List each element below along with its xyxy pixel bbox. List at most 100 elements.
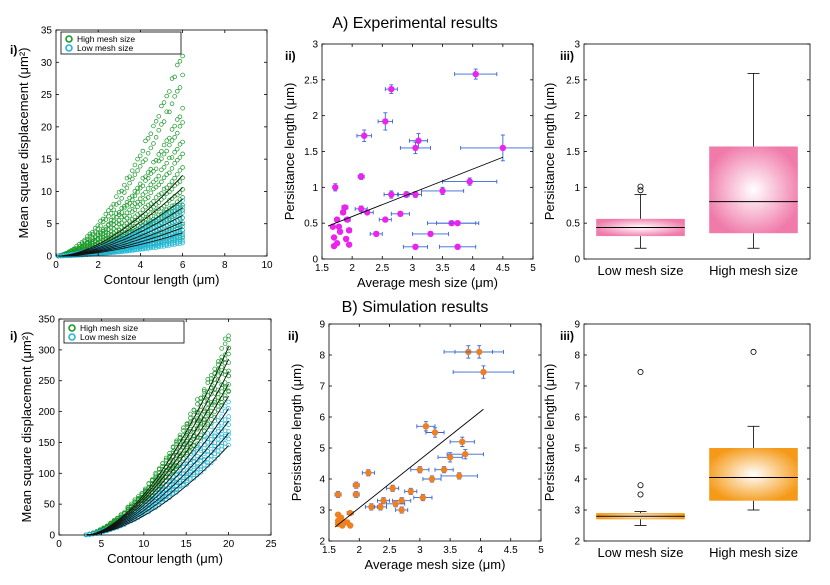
data-point <box>205 398 211 403</box>
data-point <box>215 378 221 383</box>
data-point <box>95 226 101 231</box>
data-point <box>175 62 180 68</box>
data-point <box>127 174 132 179</box>
y-tick-label: 1 <box>312 183 318 194</box>
data-point <box>195 401 200 407</box>
data-point <box>215 366 221 372</box>
y-tick-label: 20 <box>41 122 53 133</box>
data-point <box>140 200 146 205</box>
fit-curve <box>86 420 229 536</box>
data-point <box>116 221 122 226</box>
y-tick-label: 2 <box>312 111 318 122</box>
data-point <box>415 137 422 144</box>
data-point <box>208 460 214 466</box>
data-point <box>191 450 197 455</box>
data-point <box>137 181 143 187</box>
fit-curves <box>86 346 230 536</box>
data-point <box>172 223 177 228</box>
data-point <box>335 223 343 230</box>
data-point <box>175 234 180 240</box>
data-point <box>111 201 116 207</box>
data-point <box>106 208 111 213</box>
data-point <box>226 389 231 394</box>
data-point <box>175 130 180 136</box>
data-point <box>143 204 148 210</box>
data-point <box>169 242 175 248</box>
data-point <box>226 431 231 437</box>
data-point <box>175 157 180 163</box>
data-point <box>100 216 106 222</box>
data-point <box>137 153 143 159</box>
x-tick-label: 0 <box>56 539 62 550</box>
data-point <box>159 179 164 185</box>
y-tick-label: 4 <box>574 475 580 486</box>
plot-frame <box>55 29 268 257</box>
x-tick-label: 0 <box>53 260 59 271</box>
data-point <box>212 456 217 462</box>
y-tick-label: 2 <box>319 537 325 548</box>
data-point <box>353 491 360 498</box>
data-point <box>153 245 159 250</box>
data-point <box>122 182 127 188</box>
x-tick-label: 10 <box>138 539 150 550</box>
data-point <box>159 191 164 196</box>
y-tick-label: 5 <box>319 444 325 455</box>
data-point <box>180 228 185 233</box>
data-point <box>184 447 190 453</box>
fit-curve <box>58 187 183 257</box>
y-tick-label: 0 <box>312 255 318 266</box>
data-point <box>140 207 146 212</box>
y-tick-label: 5 <box>574 444 580 455</box>
data-point <box>226 417 231 423</box>
data-point <box>175 241 180 247</box>
data-point <box>156 127 162 133</box>
data-point <box>169 209 175 214</box>
data-point <box>382 118 389 125</box>
data-point <box>156 114 162 119</box>
data-point <box>205 463 211 468</box>
data-point <box>188 421 193 427</box>
data-point <box>172 202 177 208</box>
data-point <box>226 345 231 351</box>
plot-frame <box>321 43 534 260</box>
x-axis-label: Contour length (μm) <box>104 272 220 287</box>
data-point <box>398 497 405 504</box>
box-high-mesh <box>709 348 798 511</box>
data-point <box>175 213 180 218</box>
data-point <box>124 175 130 181</box>
data-point <box>412 144 419 152</box>
outlier <box>637 183 644 190</box>
data-point <box>145 170 151 175</box>
x-tick-label: 6 <box>180 260 186 271</box>
data-point <box>167 170 172 176</box>
data-point <box>140 159 146 165</box>
data-point <box>161 186 167 192</box>
data-point <box>332 184 339 191</box>
y-tick-label: 7 <box>319 382 325 393</box>
data-point <box>499 144 507 152</box>
data-point <box>188 415 193 421</box>
box-body <box>709 448 798 501</box>
data-point <box>108 221 114 226</box>
data-point <box>106 213 111 219</box>
data-point <box>180 210 185 215</box>
data-point <box>135 189 140 195</box>
data-point <box>132 207 138 213</box>
y-tick-label: 100 <box>38 469 55 480</box>
data-point <box>219 400 224 405</box>
data-point <box>111 207 116 213</box>
data-point <box>175 172 180 177</box>
data-point <box>345 227 353 234</box>
data-point <box>336 228 344 235</box>
data-point <box>202 387 207 392</box>
data-point <box>122 203 127 209</box>
box-body <box>709 146 798 234</box>
data-point <box>153 184 159 190</box>
x-tick-label: 1.5 <box>315 263 329 274</box>
y-tick-label: 200 <box>38 407 55 418</box>
data-point <box>161 244 167 249</box>
data-point <box>148 182 154 187</box>
